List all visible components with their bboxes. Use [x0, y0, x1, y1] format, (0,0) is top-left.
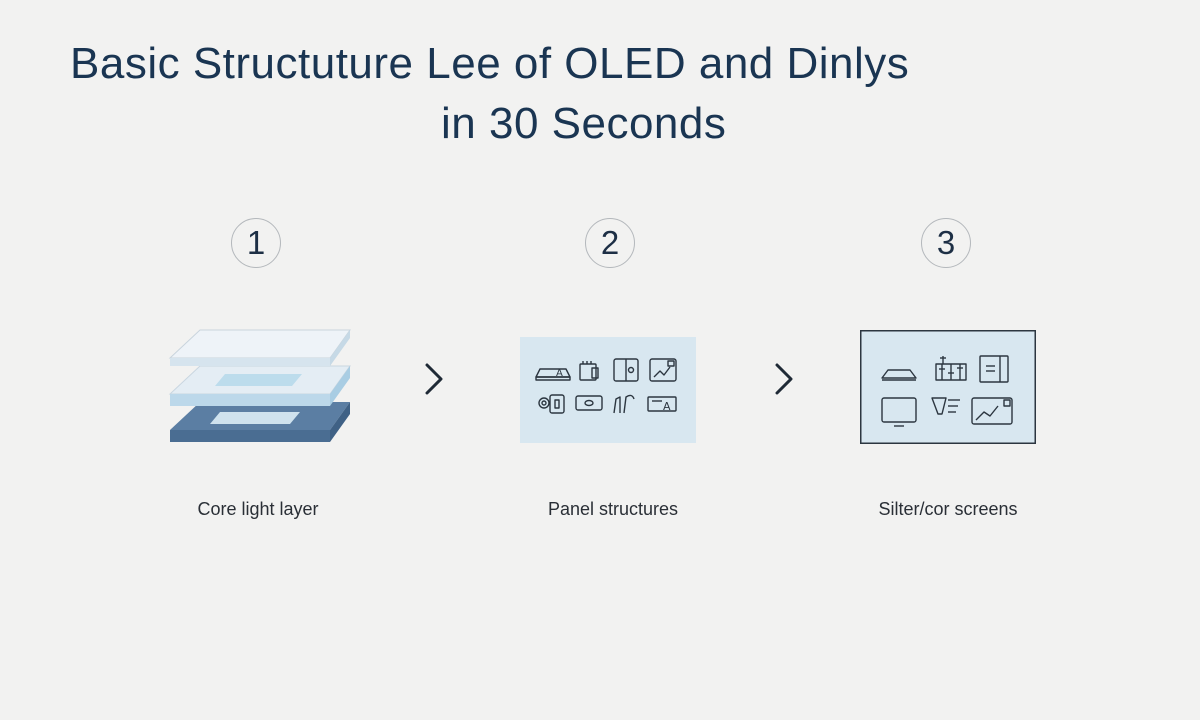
step-3-number-badge: 3 — [921, 218, 971, 268]
filter-icon — [931, 397, 960, 415]
layer-middle-window — [215, 374, 302, 386]
connector-icon — [613, 394, 635, 414]
layer-top — [168, 329, 351, 359]
layer-bottom-side — [330, 402, 350, 442]
layer-bottom-edge — [170, 430, 330, 442]
panel-background — [520, 337, 696, 443]
layer-bottom-window — [210, 412, 300, 424]
sliders-icon — [935, 356, 967, 381]
step-1-caption: Core light layer — [197, 499, 319, 519]
chart-display-icon — [649, 358, 677, 382]
page-title-line-1: Basic Structuture Lee of OLED and Dinlys — [70, 39, 910, 88]
chart-display-icon — [971, 397, 1013, 425]
chip-icon — [579, 361, 599, 381]
chevron-right-icon — [425, 363, 443, 395]
side-panel-icon — [979, 355, 1009, 383]
svg-text:A: A — [663, 400, 671, 413]
tablet-icon — [613, 358, 639, 382]
panel-components-icon: A — [520, 337, 696, 443]
layer-middle-edge — [170, 394, 330, 406]
chevron-right-icon — [775, 363, 793, 395]
step-2-caption: Panel structures — [547, 499, 679, 519]
svg-text:A: A — [556, 368, 563, 379]
layer-top-side — [330, 330, 350, 366]
label-card-icon: A — [647, 396, 677, 413]
keyboard-icon: A — [535, 368, 571, 381]
screen-components-icon — [860, 330, 1036, 444]
layer-middle-side — [330, 366, 350, 406]
speaker-icon — [538, 394, 565, 414]
screen-panel-frame — [860, 330, 1036, 444]
page-title-line-2: in 30 Seconds — [441, 99, 727, 148]
step-2-number-badge: 2 — [585, 218, 635, 268]
monitor-icon — [881, 397, 917, 427]
layer-top-edge — [170, 358, 330, 366]
step-1-number-badge: 1 — [231, 218, 281, 268]
flat-panel-icon — [881, 369, 917, 381]
stacked-layers-icon — [168, 329, 351, 442]
card-icon — [575, 395, 603, 411]
step-3-caption: Silter/cor screens — [878, 499, 1018, 519]
